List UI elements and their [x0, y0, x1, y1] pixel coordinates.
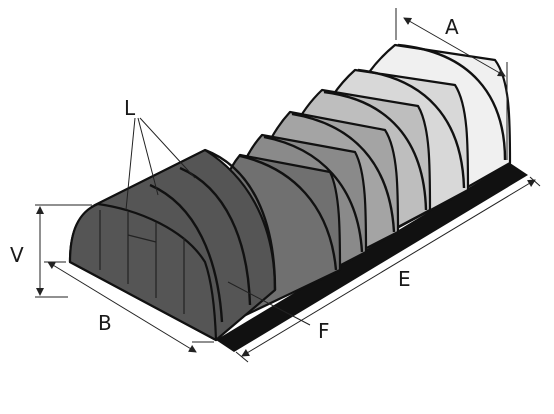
dimension-b: B — [44, 261, 214, 353]
dimension-e: E — [235, 176, 541, 363]
dimension-a: A — [395, 8, 508, 160]
label-f: F — [318, 319, 330, 343]
label-b: B — [98, 311, 112, 335]
pointer-f: F — [227, 281, 330, 343]
label-e: E — [398, 267, 411, 291]
label-a: A — [445, 15, 459, 39]
label-l: L — [124, 96, 136, 120]
label-v: V — [10, 243, 24, 267]
dimension-l: L — [124, 96, 196, 211]
